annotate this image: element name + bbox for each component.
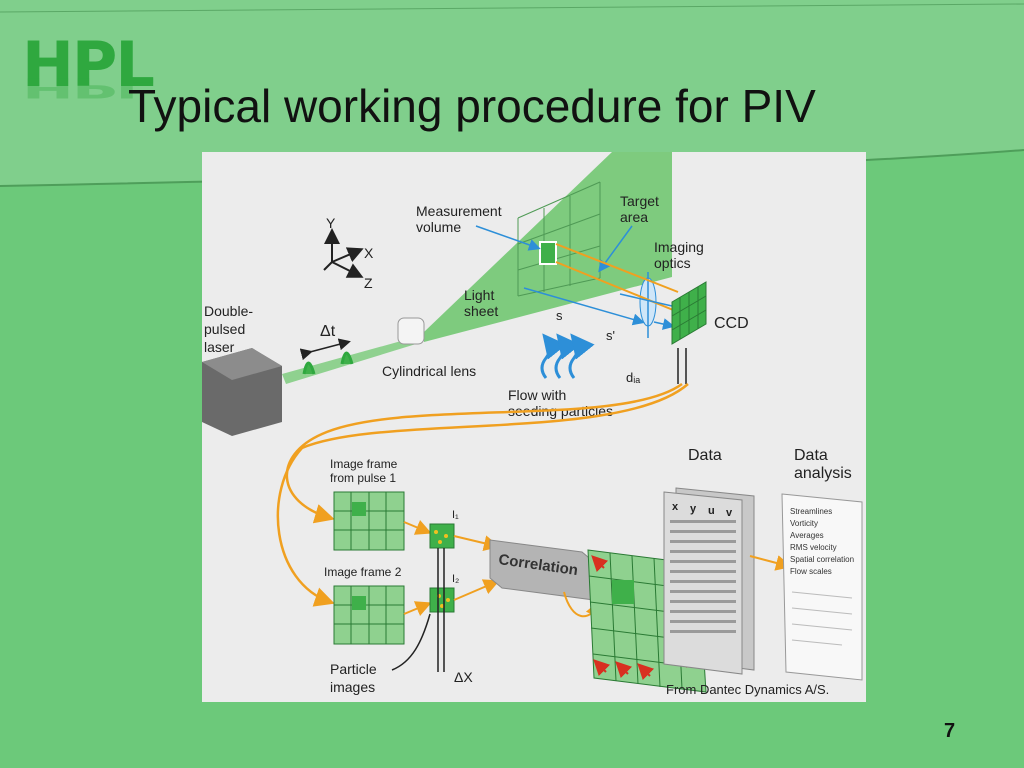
delta-t-label: Δt xyxy=(320,323,336,340)
measurement-volume-box xyxy=(539,241,557,265)
particle-images-label-2: images xyxy=(330,679,375,695)
s-label: s xyxy=(556,308,563,323)
data-label: Data xyxy=(688,447,722,464)
data-analysis-sheet: Streamlines Vorticity Averages RMS veloc… xyxy=(781,493,863,681)
axis-z-label: Z xyxy=(364,275,373,291)
flow-arrows xyxy=(540,333,595,379)
data-table: x y u v xyxy=(663,487,755,675)
image-frame-2 xyxy=(333,585,405,645)
frame1-label-2: from pulse 1 xyxy=(330,471,396,485)
imaging-optics-label-2: optics xyxy=(654,255,691,271)
image-frame-1 xyxy=(333,491,405,551)
measurement-volume-label-2: volume xyxy=(416,219,461,235)
measurement-grid xyxy=(517,181,601,297)
cylindrical-lens-icon xyxy=(397,317,425,345)
analysis-item-3: Averages xyxy=(790,531,824,540)
data-analysis-label-2: analysis xyxy=(794,465,852,482)
interrogation-window-2 xyxy=(429,587,455,613)
logo-text: HPL xyxy=(22,28,155,101)
delta-x-label: ΔX xyxy=(454,669,473,685)
interrogation-window-1 xyxy=(429,523,455,549)
piv-diagram: Y X Z Double- pulsed laser Δt Cylindrica… xyxy=(202,152,866,702)
flow-label-1: Flow with xyxy=(508,387,566,403)
signal-path-1 xyxy=(285,382,683,524)
laser-label-1: Double- xyxy=(204,303,253,319)
ccd-label: CCD xyxy=(714,315,749,332)
table-header-v: v xyxy=(726,507,733,519)
data-analysis-label-1: Data xyxy=(794,447,828,464)
light-sheet-label-2: sheet xyxy=(464,303,498,319)
particle-images-label-1: Particle xyxy=(330,661,377,677)
frame1-label-1: Image frame xyxy=(330,457,398,471)
d-ia-label: dᵢₐ xyxy=(626,370,640,385)
imaging-optics-label-1: Imaging xyxy=(654,239,704,255)
page-number: 7 xyxy=(944,720,956,742)
signal-path-2 xyxy=(276,383,689,607)
i1-label: I₁ xyxy=(452,509,459,521)
analysis-item-6: Flow scales xyxy=(790,567,832,576)
analysis-item-5: Spatial correlation xyxy=(790,555,854,564)
credit-text: From Dantec Dynamics A/S. xyxy=(666,682,829,697)
analysis-item-1: Streamlines xyxy=(790,507,832,516)
piv-diagram-svg: Y X Z Double- pulsed laser Δt Cylindrica… xyxy=(202,152,863,697)
table-header-y: y xyxy=(690,503,697,515)
slide-title: Typical working procedure for PIV xyxy=(128,80,816,132)
axis-x-label: X xyxy=(364,245,374,261)
s-prime-label: s' xyxy=(606,328,615,343)
light-sheet-label-1: Light xyxy=(464,287,494,303)
i2-label: I₂ xyxy=(452,573,459,585)
measurement-volume-label-1: Measurement xyxy=(416,203,502,219)
frame2-label: Image frame 2 xyxy=(324,565,402,579)
analysis-item-2: Vorticity xyxy=(790,519,818,528)
target-area-label-1: Target xyxy=(620,193,659,209)
target-area-label-2: area xyxy=(620,209,648,225)
axis-y-label: Y xyxy=(326,215,336,231)
analysis-item-4: RMS velocity xyxy=(790,543,837,552)
laser-label-2: pulsed xyxy=(204,321,245,337)
table-header-x: x xyxy=(672,501,679,513)
axes-icon xyxy=(323,228,364,278)
laser-label-3: laser xyxy=(204,339,235,355)
hpl-logo: HPL HPL xyxy=(22,34,162,154)
table-header-u: u xyxy=(708,505,715,517)
cylindrical-lens-label: Cylindrical lens xyxy=(382,363,476,379)
